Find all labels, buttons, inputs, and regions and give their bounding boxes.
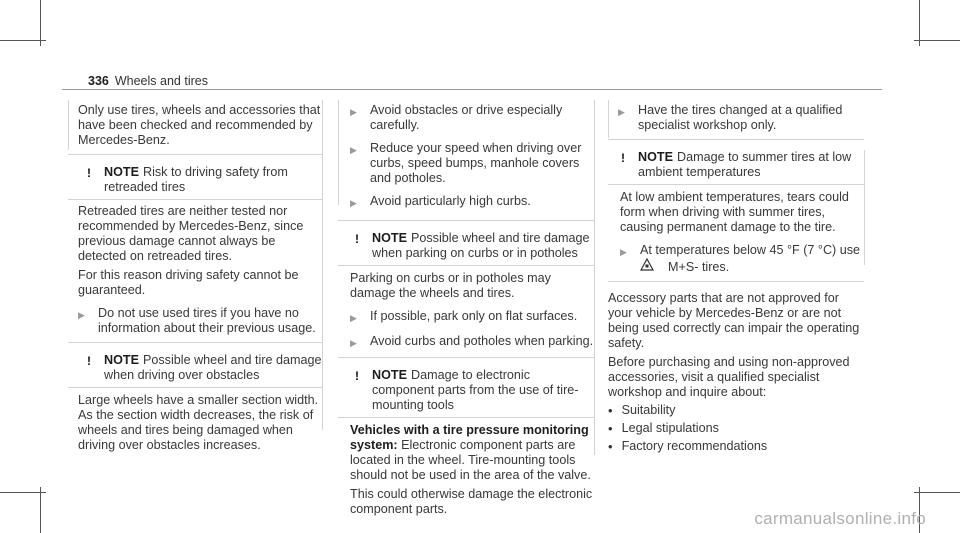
column-1: Only use tires, wheels and accessories t… <box>68 103 322 453</box>
note-label: NOTE <box>638 150 673 164</box>
divider <box>338 220 594 221</box>
warning-icon: ! <box>355 369 359 383</box>
divider <box>608 281 864 282</box>
step-arrow-icon: ▶ <box>350 107 357 117</box>
instruction-step: ▶ Avoid curbs and potholes when parking. <box>350 334 594 351</box>
step-arrow-icon: ▶ <box>350 198 357 208</box>
instruction-step: ▶ Avoid particularly high curbs. <box>350 194 594 211</box>
bullet-icon: • <box>608 439 613 454</box>
warning-icon: ! <box>87 354 91 368</box>
step-arrow-icon: ▶ <box>350 145 357 155</box>
divider <box>68 387 322 388</box>
column-3: ▶ Have the tires changed at a qualified … <box>608 103 864 454</box>
paragraph: Accessory parts that are not approved fo… <box>608 291 860 350</box>
divider <box>608 184 864 185</box>
note-label: NOTE <box>372 231 407 245</box>
note-label: NOTE <box>104 165 139 179</box>
step-arrow-icon: ▶ <box>350 338 357 348</box>
list-item: •Legal stipulations <box>608 421 719 436</box>
watermark: carmanualsonline.info <box>754 509 926 528</box>
warning-icon: ! <box>87 166 91 180</box>
crop-mark <box>919 0 920 46</box>
crop-mark <box>40 487 41 533</box>
column-rule <box>322 100 323 430</box>
list-item: •Suitability <box>608 403 676 418</box>
divider <box>68 342 322 343</box>
column-rule <box>68 100 69 150</box>
step-arrow-icon: ▶ <box>78 310 85 320</box>
instruction-step: ▶ If possible, park only on flat surface… <box>350 309 594 326</box>
note-paragraph: Large wheels have a smaller section widt… <box>78 393 319 452</box>
crop-mark <box>914 40 960 41</box>
note-paragraph: For this reason driving safety cannot be… <box>78 268 299 297</box>
bullet-icon: • <box>608 421 613 436</box>
list-item: •Factory recommendations <box>608 439 768 454</box>
warning-icon: ! <box>355 232 359 246</box>
column-rule <box>594 100 595 455</box>
note-label: NOTE <box>104 353 139 367</box>
instruction-step: ▶ Avoid obstacles or drive especially ca… <box>350 103 563 132</box>
instruction-step: ▶ Reduce your speed when driving over cu… <box>350 141 582 185</box>
page-number: 336 <box>88 74 109 88</box>
divider <box>68 154 322 155</box>
crop-mark <box>40 0 41 46</box>
divider <box>608 139 864 140</box>
instruction-step: ▶ Have the tires changed at a qualified … <box>618 103 843 132</box>
crop-mark <box>914 492 960 493</box>
note-paragraph: Retreaded tires are neither tested nor r… <box>78 204 304 263</box>
note-paragraph: This could otherwise damage the electron… <box>350 487 593 516</box>
divider <box>338 417 594 418</box>
column-rule <box>338 100 339 205</box>
divider <box>338 265 594 266</box>
mountain-snowflake-icon <box>639 257 668 275</box>
crop-mark <box>0 40 46 41</box>
bold-lead: Vehicles with a tire pressure monitoring… <box>350 423 589 452</box>
column-rule <box>864 150 865 265</box>
note-paragraph: At low ambient temperatures, tears could… <box>620 190 849 234</box>
step-arrow-icon: ▶ <box>350 313 357 323</box>
column-2: ▶ Avoid obstacles or drive especially ca… <box>338 103 594 517</box>
bullet-icon: • <box>608 403 613 418</box>
step-arrow-icon: ▶ <box>618 107 625 117</box>
instruction-step: ▶ Do not use used tires if you have no i… <box>78 306 316 335</box>
crop-mark <box>0 492 46 493</box>
page-header: 336 Wheels and tires <box>88 72 208 90</box>
header-rule <box>62 89 882 90</box>
bullet-list: •Suitability •Legal stipulations •Factor… <box>608 403 864 454</box>
crop-mark <box>919 487 920 533</box>
instruction-step: ▶ At temperatures below 45 °F (7 °C) use… <box>620 243 861 275</box>
step-arrow-icon: ▶ <box>620 247 627 257</box>
note-paragraph: Parking on curbs or in potholes may dama… <box>350 271 551 300</box>
note-label: NOTE <box>372 368 407 382</box>
intro-paragraph: Only use tires, wheels and accessories t… <box>78 103 321 147</box>
page-section-title: Wheels and tires <box>114 74 208 88</box>
divider <box>338 357 594 358</box>
paragraph: Before purchasing and using non-approved… <box>608 355 850 399</box>
warning-icon: ! <box>621 151 625 165</box>
note-paragraph: Vehicles with a tire pressure monitoring… <box>350 423 591 482</box>
column-rule <box>608 100 609 138</box>
divider <box>68 199 322 200</box>
